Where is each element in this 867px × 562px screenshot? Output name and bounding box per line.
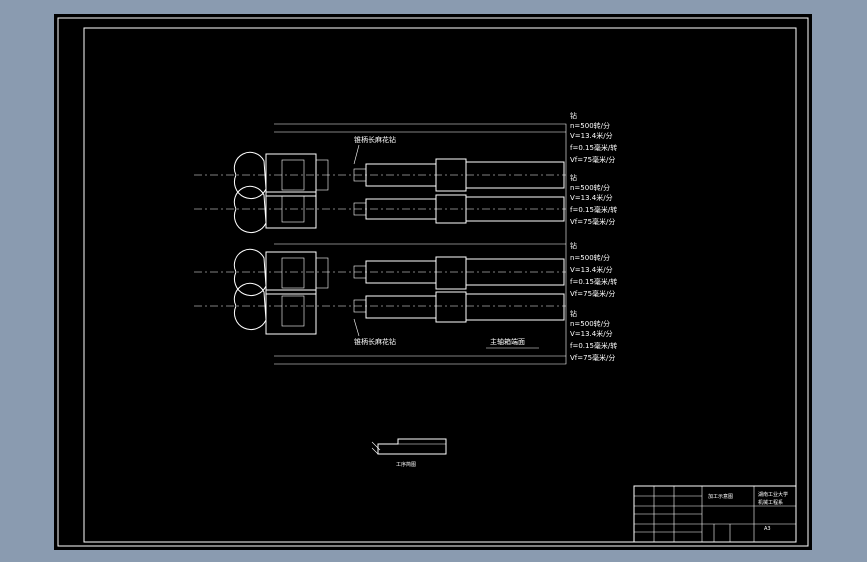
svg-text:Vf=75毫米/分: Vf=75毫米/分 [570, 353, 615, 362]
title-block: 加工示意图 湖南工业大学 机械工程系 A3 [633, 485, 797, 543]
svg-text:Vf=75毫米/分: Vf=75毫米/分 [570, 155, 615, 164]
outer-border [57, 17, 809, 547]
title-school: 湖南工业大学 [758, 491, 788, 498]
svg-text:V=13.4米/分: V=13.4米/分 [570, 193, 613, 202]
station-2 [194, 185, 566, 234]
svg-text:Vf=75毫米/分: Vf=75毫米/分 [570, 217, 615, 226]
title-name: 加工示意图 [708, 493, 733, 500]
svg-text:f=0.15毫米/转: f=0.15毫米/转 [570, 143, 617, 152]
inner-border [83, 27, 797, 543]
station-3 [194, 248, 566, 297]
svg-text:Vf=75毫米/分: Vf=75毫米/分 [570, 289, 615, 298]
workpiece-sketch: 工序简图 [371, 438, 447, 468]
drawing-canvas: 锥柄长麻花钻 锥柄长麻花钻 主轴箱端面 钻 n=500转/分 V=13.4米/分… [54, 14, 812, 550]
svg-text:V=13.4米/分: V=13.4米/分 [570, 265, 613, 274]
spec-block-4: 钻 n=500转/分 V=13.4米/分 f=0.15毫米/转 Vf=75毫米/… [570, 309, 617, 362]
spec-block-3: 钻 n=500转/分 V=13.4米/分 f=0.15毫米/转 Vf=75毫米/… [570, 241, 617, 298]
svg-text:n=500转/分: n=500转/分 [570, 319, 610, 328]
svg-text:V=13.4米/分: V=13.4米/分 [570, 131, 613, 140]
svg-text:工序简图: 工序简图 [396, 461, 416, 468]
svg-text:钻: 钻 [570, 309, 577, 318]
svg-text:n=500转/分: n=500转/分 [570, 253, 610, 262]
svg-text:f=0.15毫米/转: f=0.15毫米/转 [570, 277, 617, 286]
cad-drawing: 锥柄长麻花钻 锥柄长麻花钻 主轴箱端面 钻 n=500转/分 V=13.4米/分… [57, 17, 809, 547]
svg-text:f=0.15毫米/转: f=0.15毫米/转 [570, 341, 617, 350]
svg-text:钻: 钻 [570, 111, 577, 120]
title-class: 机械工程系 [758, 499, 783, 506]
svg-text:V=13.4米/分: V=13.4米/分 [570, 329, 613, 338]
svg-text:n=500转/分: n=500转/分 [570, 121, 610, 130]
svg-text:钻: 钻 [570, 173, 577, 182]
drill-label-bottom: 锥柄长麻花钻 [354, 337, 396, 346]
title-sheet: A3 [764, 526, 771, 532]
svg-text:钻: 钻 [570, 241, 577, 250]
svg-text:n=500转/分: n=500转/分 [570, 183, 610, 192]
station-1 [194, 151, 566, 200]
svg-text:f=0.15毫米/转: f=0.15毫米/转 [570, 205, 617, 214]
spec-block-1: 钻 n=500转/分 V=13.4米/分 f=0.15毫米/转 Vf=75毫米/… [570, 111, 617, 164]
spec-block-2: 钻 n=500转/分 V=13.4米/分 f=0.15毫米/转 Vf=75毫米/… [570, 173, 617, 226]
station-4 [194, 282, 566, 335]
spindle-face-label: 主轴箱端面 [490, 337, 525, 346]
drill-label-top: 锥柄长麻花钻 [354, 135, 396, 144]
